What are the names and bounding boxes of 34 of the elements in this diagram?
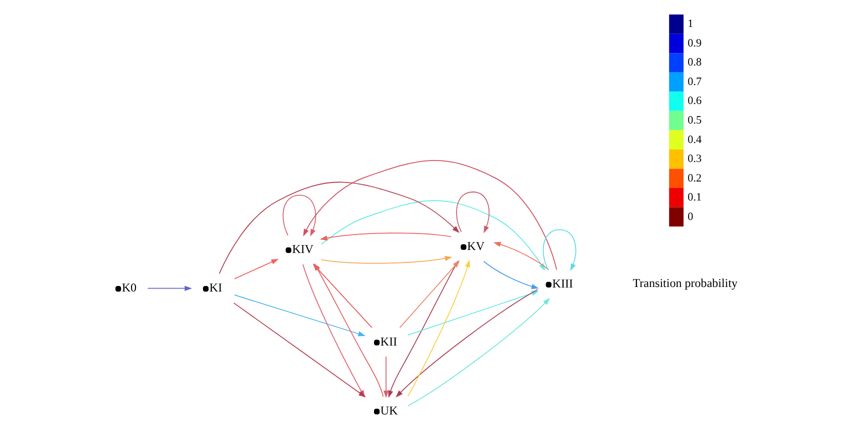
arrow	[234, 258, 279, 280]
node-label: KII	[380, 334, 398, 348]
legend-label: 0.8	[688, 56, 702, 69]
arrow	[542, 229, 576, 272]
node-label: KV	[467, 238, 485, 253]
node-label: K0	[122, 280, 137, 295]
arrow	[234, 294, 366, 336]
arrow	[407, 298, 550, 406]
legend-label: 0.6	[688, 95, 702, 108]
legend-label: 0.9	[688, 37, 702, 50]
legend-label: 0	[688, 210, 694, 223]
node-label: KI	[209, 280, 222, 295]
label: Transition probability	[632, 276, 738, 290]
legend-label: 0.5	[688, 114, 702, 127]
node-label: KIV	[292, 242, 314, 256]
node-label: KIII	[552, 276, 573, 291]
legend-label: 0.7	[688, 76, 702, 88]
legend-label: 1	[688, 18, 694, 30]
arrow	[218, 182, 460, 274]
arrow	[320, 232, 452, 241]
arrow	[399, 260, 460, 328]
arrow	[147, 286, 192, 291]
node-label: UK	[380, 403, 398, 418]
legend-label: 0.1	[688, 192, 702, 204]
legend-label: 0.3	[688, 153, 702, 166]
arrow	[383, 356, 389, 398]
arrow	[320, 256, 452, 264]
legend-label: 0.4	[688, 134, 702, 146]
arrow	[282, 194, 316, 236]
legend-label: 0.2	[688, 172, 702, 184]
arrow	[483, 260, 539, 289]
arrow	[407, 260, 470, 397]
arrow	[388, 260, 458, 398]
arrow	[456, 192, 490, 234]
